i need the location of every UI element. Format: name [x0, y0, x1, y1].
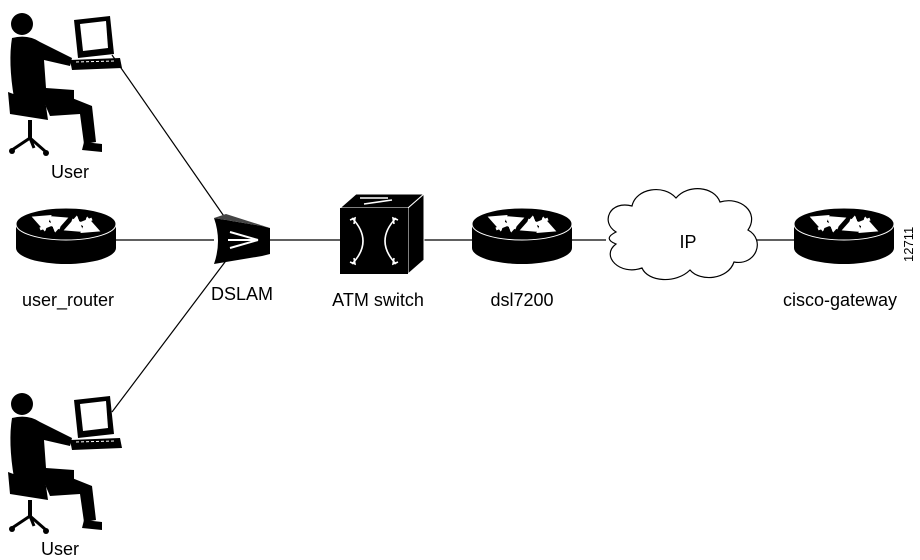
dslam-icon — [214, 214, 270, 264]
atm-switch-node: ATM switch — [332, 192, 426, 310]
ip-cloud-node: IP — [607, 188, 758, 281]
connection-lines — [111, 54, 796, 413]
user-router-label: user_router — [22, 290, 114, 311]
user-top-node: User — [8, 13, 122, 182]
figure-id: 12711 — [901, 227, 916, 262]
link-user-bottom-dslam — [111, 257, 229, 413]
router-icon — [471, 207, 573, 264]
user-bottom-node: User — [8, 393, 122, 559]
dslam-label: DSLAM — [211, 284, 273, 304]
user-workstation-icon — [8, 13, 122, 156]
ip-cloud-label: IP — [679, 232, 696, 252]
atm-switch-icon — [338, 192, 426, 276]
cisco-gateway-node: cisco-gateway — [783, 207, 897, 310]
router-icon — [793, 207, 895, 264]
cisco-gateway-label: cisco-gateway — [783, 290, 897, 310]
dslam-node: DSLAM — [211, 214, 273, 304]
router-icon — [15, 207, 117, 264]
user-bottom-label: User — [41, 539, 79, 559]
cloud-icon — [607, 188, 758, 281]
dsl7200-node: dsl7200 — [471, 207, 573, 310]
user-top-label: User — [51, 162, 89, 182]
user-workstation-icon — [8, 393, 122, 534]
link-user-top-dslam — [111, 54, 229, 223]
dsl7200-label: dsl7200 — [490, 290, 553, 310]
user-router-node: user_router — [15, 207, 117, 311]
atm-switch-label: ATM switch — [332, 290, 424, 310]
